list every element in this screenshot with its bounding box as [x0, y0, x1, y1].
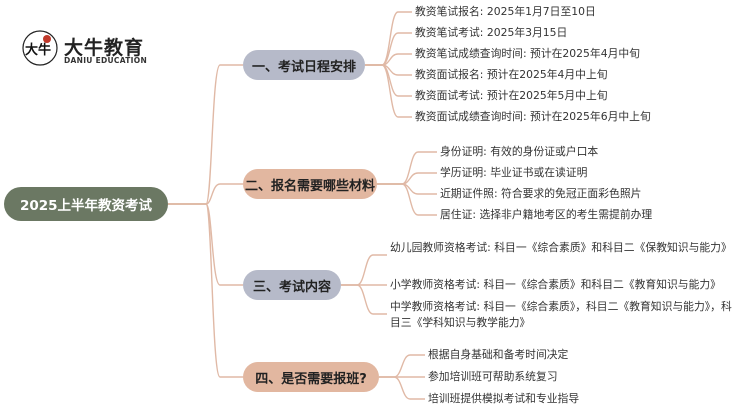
connector-branch-2-leaf-1: [377, 151, 437, 185]
logo-mark-icon: 大牛: [22, 30, 58, 66]
leaf-content-2: 小学教师资格考试: 科目一《综合素质》和科目二《教育知识与能力》: [390, 278, 721, 291]
leaf-schedule-3: 教资笔试成绩查询时间: 预计在2025年4月中旬: [415, 47, 640, 60]
leaf-training-3: 培训班提供模拟考试和专业指导: [428, 392, 580, 405]
root-node: 2025上半年教资考试: [4, 187, 168, 221]
leaf-materials-1: 身份证明: 有效的身份证或户口本: [440, 145, 599, 158]
branch-materials: 二、报名需要哪些材料: [243, 169, 377, 199]
logo-name-cn: 大牛教育: [64, 37, 145, 59]
leaf-materials-4: 居住证: 选择非户籍地考区的考生需提前办理: [440, 208, 653, 221]
branch-training: 四、是否需要报班?: [243, 362, 379, 392]
leaf-training-1: 根据自身基础和备考时间决定: [428, 348, 569, 361]
connector-root-branch-4: [168, 203, 243, 378]
connector-branch-1-leaf-6: [365, 64, 412, 118]
leaf-content-1: 幼儿园教师资格考试: 科目一《综合素质》和科目二《保教知识与能力》: [390, 241, 732, 254]
branch-schedule: 一、考试日程安排: [243, 50, 365, 80]
leaf-materials-2: 学历证明: 毕业证书或在读证明: [440, 166, 588, 179]
leaf-schedule-5: 教资面试考试: 预计在2025年5月中上旬: [415, 89, 608, 102]
connector-branch-2-leaf-4: [377, 183, 437, 216]
connector-root-branch-3: [168, 203, 243, 286]
leaf-schedule-1: 教资笔试报名: 2025年1月7日至10日: [415, 5, 596, 18]
connector-branch-4-leaf-3: [379, 376, 425, 400]
svg-text:大牛: 大牛: [25, 42, 51, 58]
leaf-materials-3: 近期证件照: 符合要求的免冠正面彩色照片: [440, 187, 642, 200]
logo-name-en: DANIU EDUCATION: [64, 56, 148, 65]
connector-branch-3-leaf-3: [341, 284, 387, 315]
connector-branch-3-leaf-1: [341, 254, 387, 286]
leaf-training-2: 参加培训班可帮助系统复习: [428, 370, 558, 383]
connector-branch-4-leaf-1: [379, 354, 425, 378]
leaf-content-3: 中学教师资格考试: 科目一《综合素质》，科目二《教育知识与能力》，科目三《学科知…: [390, 300, 732, 329]
brand-logo: 大牛 大牛教育 DANIU EDUCATION: [22, 30, 152, 70]
connector-root-branch-1: [168, 64, 243, 205]
connector-root-branch-2: [168, 183, 243, 205]
branch-content: 三、考试内容: [243, 270, 341, 300]
leaf-schedule-2: 教资笔试考试: 2025年3月15日: [415, 26, 568, 39]
leaf-schedule-4: 教资面试报名: 预计在2025年4月中上旬: [415, 68, 608, 81]
leaf-schedule-6: 教资面试成绩查询时间: 预计在2025年6月中上旬: [415, 110, 651, 123]
